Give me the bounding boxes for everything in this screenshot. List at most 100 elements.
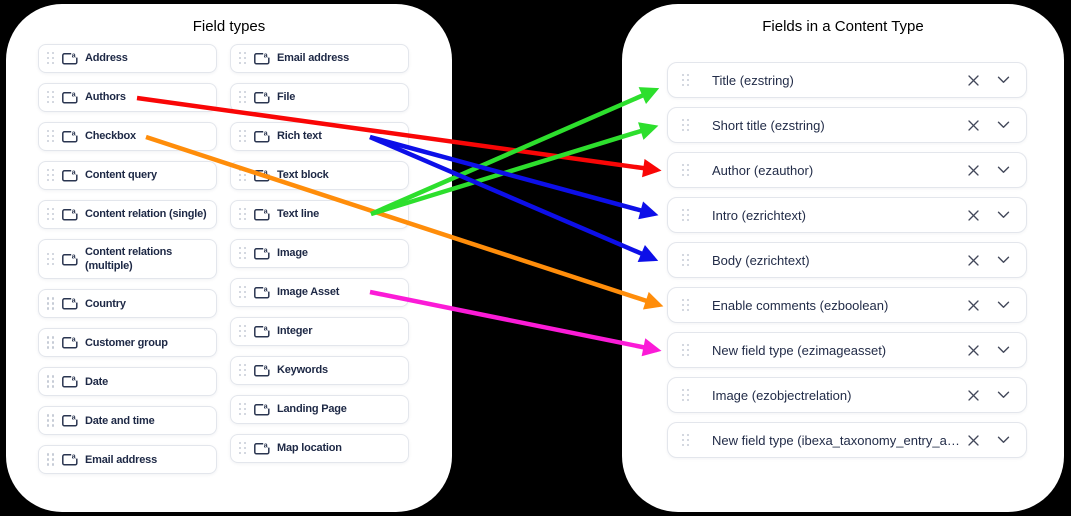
field-type-card[interactable]: a Email address: [38, 445, 217, 475]
drag-handle-icon[interactable]: [47, 130, 55, 143]
remove-field-icon[interactable]: [962, 429, 984, 451]
field-type-label: Checkbox: [85, 130, 136, 143]
drag-handle-icon[interactable]: [682, 118, 690, 132]
remove-field-icon[interactable]: [962, 114, 984, 136]
field-type-icon: a: [62, 169, 78, 182]
field-type-card[interactable]: a Email address: [230, 44, 409, 73]
chevron-down-icon[interactable]: [992, 339, 1014, 361]
drag-handle-icon[interactable]: [239, 403, 247, 416]
remove-field-icon[interactable]: [962, 69, 984, 91]
chevron-down-icon[interactable]: [992, 159, 1014, 181]
chevron-down-icon[interactable]: [992, 114, 1014, 136]
drag-handle-icon[interactable]: [239, 364, 247, 377]
remove-field-icon[interactable]: [962, 249, 984, 271]
field-type-card[interactable]: a Content relations (multiple): [38, 239, 217, 280]
svg-text:a: a: [72, 454, 76, 461]
remove-field-icon[interactable]: [962, 294, 984, 316]
field-type-card[interactable]: a Keywords: [230, 356, 409, 385]
content-field-card[interactable]: Intro (ezrichtext): [667, 197, 1027, 233]
content-field-card[interactable]: Title (ezstring): [667, 62, 1027, 98]
drag-handle-icon[interactable]: [682, 298, 690, 312]
field-type-label: File: [277, 91, 296, 104]
chevron-down-icon[interactable]: [992, 384, 1014, 406]
field-type-card[interactable]: a Image Asset: [230, 278, 409, 307]
field-type-card[interactable]: a Rich text: [230, 122, 409, 151]
remove-field-icon[interactable]: [962, 339, 984, 361]
drag-handle-icon[interactable]: [682, 208, 690, 222]
remove-field-icon[interactable]: [962, 204, 984, 226]
svg-text:a: a: [264, 247, 268, 254]
drag-handle-icon[interactable]: [239, 208, 247, 221]
drag-handle-icon[interactable]: [239, 169, 247, 182]
field-type-label: Rich text: [277, 130, 322, 143]
field-type-card[interactable]: a Checkbox: [38, 122, 217, 151]
content-field-card[interactable]: Image (ezobjectrelation): [667, 377, 1027, 413]
field-type-card[interactable]: a Map location: [230, 434, 409, 463]
field-type-card[interactable]: a Content relation (single): [38, 200, 217, 229]
chevron-down-icon[interactable]: [992, 294, 1014, 316]
chevron-down-icon[interactable]: [992, 204, 1014, 226]
drag-handle-icon[interactable]: [47, 208, 55, 221]
field-type-card[interactable]: a Date: [38, 367, 217, 397]
drag-handle-icon[interactable]: [47, 297, 55, 310]
content-field-card[interactable]: New field type (ezimageasset): [667, 332, 1027, 368]
remove-field-icon[interactable]: [962, 159, 984, 181]
content-field-label: New field type (ezimageasset): [712, 342, 887, 358]
field-type-card[interactable]: a Date and time: [38, 406, 217, 436]
field-type-card[interactable]: a Customer group: [38, 328, 217, 358]
drag-handle-icon[interactable]: [239, 286, 247, 299]
field-type-card[interactable]: a Authors: [38, 83, 217, 112]
field-type-icon: a: [254, 247, 270, 260]
field-type-label: Date: [85, 375, 109, 388]
content-field-card[interactable]: Body (ezrichtext): [667, 242, 1027, 278]
content-field-card[interactable]: Author (ezauthor): [667, 152, 1027, 188]
drag-handle-icon[interactable]: [239, 91, 247, 104]
drag-handle-icon[interactable]: [682, 163, 690, 177]
field-type-card[interactable]: a Country: [38, 289, 217, 319]
drag-handle-icon[interactable]: [47, 414, 55, 427]
field-type-card[interactable]: a Landing Page: [230, 395, 409, 424]
drag-handle-icon[interactable]: [47, 336, 55, 349]
drag-handle-icon[interactable]: [239, 130, 247, 143]
content-type-fields: Title (ezstring) Short title (ezstring): [622, 36, 1064, 458]
drag-handle-icon[interactable]: [682, 73, 690, 87]
chevron-down-icon[interactable]: [992, 429, 1014, 451]
drag-handle-icon[interactable]: [682, 388, 690, 402]
chevron-down-icon[interactable]: [992, 249, 1014, 271]
field-type-card[interactable]: a Address: [38, 44, 217, 73]
field-type-icon: a: [254, 91, 270, 104]
content-field-card[interactable]: Enable comments (ezboolean): [667, 287, 1027, 323]
field-type-icon: a: [62, 130, 78, 143]
field-type-card[interactable]: a Text line: [230, 200, 409, 229]
drag-handle-icon[interactable]: [47, 52, 55, 65]
field-type-card[interactable]: a Text block: [230, 161, 409, 190]
chevron-down-icon[interactable]: [992, 69, 1014, 91]
content-field-card[interactable]: New field type (ibexa_taxonomy_entry_ass…: [667, 422, 1027, 458]
field-type-label: Text line: [277, 208, 320, 221]
field-type-card[interactable]: a Integer: [230, 317, 409, 346]
field-type-card[interactable]: a File: [230, 83, 409, 112]
drag-handle-icon[interactable]: [47, 252, 55, 266]
field-type-label: Content relation (single): [85, 208, 207, 221]
drag-handle-icon[interactable]: [682, 343, 690, 357]
svg-text:a: a: [264, 442, 268, 449]
content-field-label: Short title (ezstring): [712, 117, 825, 133]
svg-text:a: a: [72, 52, 76, 59]
drag-handle-icon[interactable]: [47, 169, 55, 182]
drag-handle-icon[interactable]: [682, 253, 690, 267]
drag-handle-icon[interactable]: [47, 375, 55, 388]
content-type-title: Fields in a Content Type: [762, 18, 924, 35]
content-field-card[interactable]: Short title (ezstring): [667, 107, 1027, 143]
drag-handle-icon[interactable]: [239, 442, 247, 455]
drag-handle-icon[interactable]: [239, 325, 247, 338]
drag-handle-icon[interactable]: [47, 91, 55, 104]
drag-handle-icon[interactable]: [239, 52, 247, 65]
drag-handle-icon[interactable]: [239, 247, 247, 260]
drag-handle-icon[interactable]: [47, 453, 55, 466]
field-type-card[interactable]: a Image: [230, 239, 409, 268]
content-field-label: Intro (ezrichtext): [712, 207, 806, 223]
remove-field-icon[interactable]: [962, 384, 984, 406]
drag-handle-icon[interactable]: [682, 433, 690, 447]
field-type-card[interactable]: a Content query: [38, 161, 217, 190]
